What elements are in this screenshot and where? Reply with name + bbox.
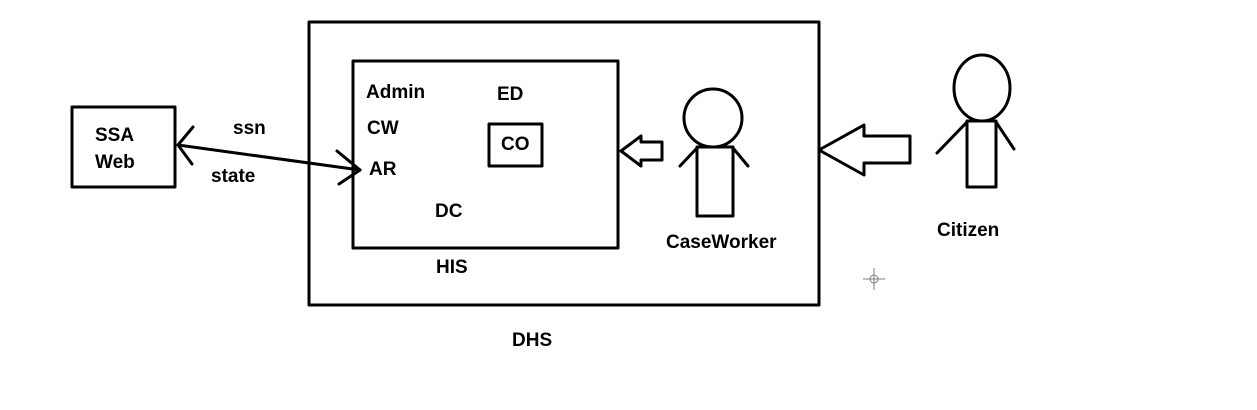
dhs-label: DHS — [512, 330, 552, 351]
dhs-node: DHS — [307, 20, 821, 351]
connector-label-state: state — [211, 166, 255, 187]
module-dc: DC — [435, 201, 463, 222]
module-admin: Admin — [366, 82, 425, 103]
crosshair-cursor-icon — [863, 268, 885, 290]
ssa-web-node: SSA Web — [70, 105, 177, 189]
his-node: HIS Admin CW AR ED CO DC — [351, 59, 620, 278]
connector-arrowhead-right — [335, 149, 362, 186]
ssa-ar-connector: ssn state — [176, 118, 362, 187]
citizen-label: Citizen — [937, 220, 999, 241]
ssa-label-line2: Web — [95, 152, 135, 173]
caseworker-label: CaseWorker — [666, 232, 777, 253]
connector-line — [176, 143, 362, 172]
citizen-right-arm — [994, 120, 1016, 151]
citizen-to-dhs-arrow — [817, 123, 912, 177]
module-co-box — [487, 122, 544, 168]
his-label: HIS — [436, 257, 468, 278]
caseworker-right-arm — [731, 146, 750, 168]
module-cw: CW — [367, 118, 399, 139]
module-ed: ED — [497, 84, 523, 105]
citizen-body — [965, 119, 998, 189]
citizen-actor: Citizen — [935, 53, 1016, 241]
ssa-web-box — [70, 105, 177, 189]
citizen-head — [952, 53, 1012, 123]
dhs-box — [307, 20, 821, 307]
ssa-label-line1: SSA — [95, 125, 134, 146]
caseworker-left-arm — [678, 146, 699, 168]
module-co: CO — [501, 134, 530, 155]
caseworker-to-his-arrow — [619, 134, 664, 168]
connector-arrowhead-left — [176, 125, 195, 166]
his-box — [351, 59, 620, 250]
caseworker-head — [682, 87, 744, 149]
caseworker-actor: CaseWorker — [666, 87, 777, 253]
caseworker-body — [695, 145, 735, 218]
citizen-left-arm — [935, 120, 969, 155]
connector-label-ssn: ssn — [233, 118, 266, 139]
module-ar: AR — [369, 159, 397, 180]
